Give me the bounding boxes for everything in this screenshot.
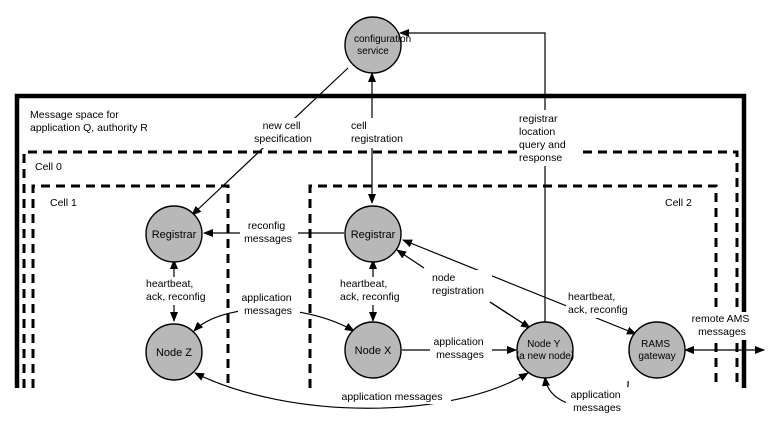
label-remote-ams: remote AMS messages <box>690 312 752 340</box>
node-x: Node X <box>344 321 402 379</box>
svg-text:reconfig messages: reconfig messages <box>244 220 292 245</box>
label-app-messages-xy: application messages <box>430 336 492 364</box>
registrar-center-node: Registrar <box>344 205 402 263</box>
cell0-label: Cell 0 <box>35 161 62 173</box>
edge-node-registration-head <box>489 301 531 329</box>
label-new-cell-specification: new cell specification <box>249 118 317 148</box>
label-heartbeat-center: heartbeat, ack, reconfig <box>338 277 410 305</box>
rams-gateway-node: RAMS gateway <box>628 321 686 379</box>
configuration-service-node: configuration service <box>344 16 414 74</box>
svg-text:Registrar: Registrar <box>152 229 197 241</box>
edge-heartbeat-right <box>402 239 637 335</box>
cell1-label: Cell 1 <box>50 197 77 209</box>
label-app-messages-zx: application messages <box>238 291 300 319</box>
svg-text:cell registration: cell registration <box>351 120 403 145</box>
svg-text:node registration: node registration <box>432 272 484 297</box>
cell2-boundary <box>308 184 718 388</box>
cell2-label: Cell 2 <box>665 197 692 209</box>
label-reconfig-messages: reconfig messages <box>240 219 298 247</box>
svg-text:Registrar: Registrar <box>351 229 396 241</box>
node-y: Node Y (a new node) <box>516 321 574 379</box>
svg-text:configuration service: configuration service <box>354 34 414 57</box>
cell1-boundary <box>31 184 230 388</box>
label-node-registration: node registration <box>428 270 492 300</box>
edge-app-messages-bottom <box>194 372 529 409</box>
svg-text:Node X: Node X <box>355 345 392 357</box>
label-cell-registration: cell registration <box>349 118 409 148</box>
svg-text:application messages: application messages <box>433 336 486 361</box>
node-z: Node Z <box>145 323 203 381</box>
label-registrar-location: registrar location query and response <box>517 110 577 166</box>
svg-text:Node Z: Node Z <box>156 347 192 359</box>
svg-text:remote AMS messages: remote AMS messages <box>692 313 753 338</box>
message-space-label: Message space for application Q, authori… <box>30 109 148 134</box>
svg-text:heartbeat, ack, reconfig: heartbeat, ack, reconfig <box>146 278 206 303</box>
svg-text:new cell specification: new cell specification <box>254 120 312 145</box>
label-app-messages-y-loop: application messages <box>566 387 628 415</box>
edge-registrar-location-query <box>399 29 546 325</box>
message-space-boundary <box>14 93 747 388</box>
svg-text:application messages: application messages <box>241 292 294 317</box>
svg-text:application messages: application messages <box>342 391 443 403</box>
registrar-left-node: Registrar <box>145 205 203 263</box>
cell0-boundary <box>22 150 739 388</box>
svg-text:heartbeat, ack, reconfig: heartbeat, ack, reconfig <box>568 291 628 316</box>
svg-text:registrar location: registrar location query and response <box>519 113 569 164</box>
label-app-messages-bottom: application messages <box>333 388 451 404</box>
svg-text:application messages: application messages <box>570 389 623 414</box>
label-heartbeat-left: heartbeat, ack, reconfig <box>143 277 215 305</box>
svg-text:RAMS gateway: RAMS gateway <box>638 339 675 362</box>
label-heartbeat-right: heartbeat, ack, reconfig <box>566 290 638 318</box>
svg-text:heartbeat, ack, reconfig: heartbeat, ack, reconfig <box>340 278 400 303</box>
svg-text:Node Y (a new node): Node Y (a new node) <box>516 339 574 362</box>
